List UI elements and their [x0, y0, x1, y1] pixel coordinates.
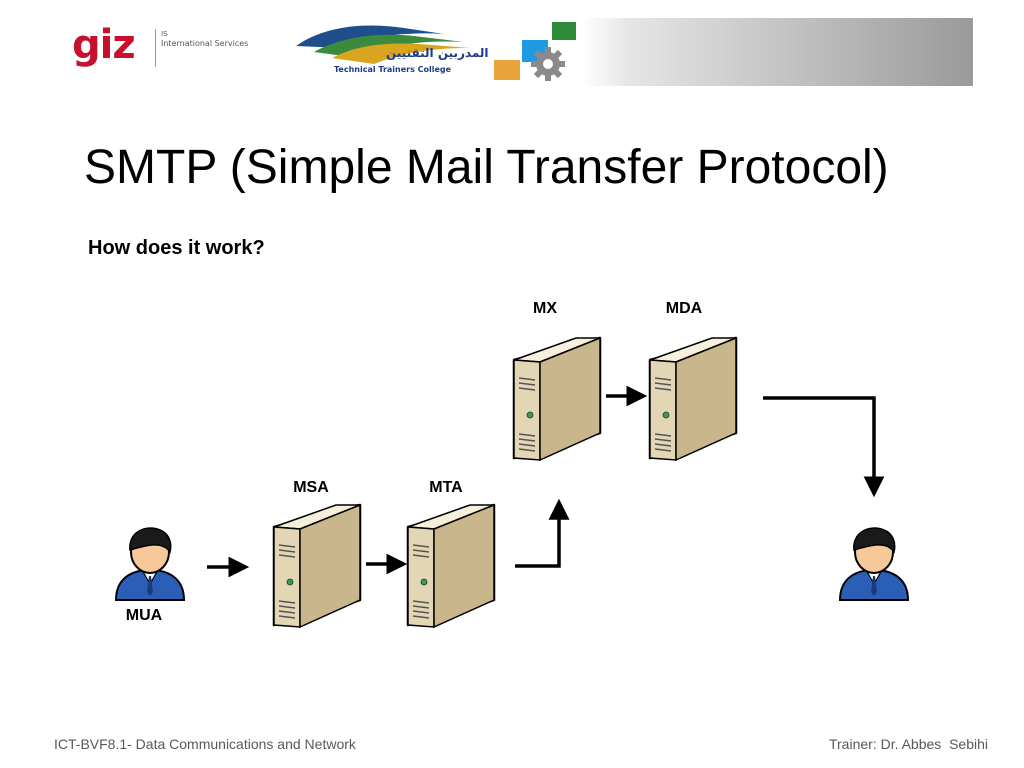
giz-subline: International Services: [161, 39, 249, 48]
slide-title: SMTP (Simple Mail Transfer Protocol): [84, 141, 889, 194]
msa-label: MSA: [293, 479, 329, 496]
recipient-node: [838, 527, 910, 601]
giz-logo: giz IS International Services: [72, 22, 287, 72]
footer-trainer: Trainer: Dr. Abbes Sebihi: [828, 736, 988, 752]
giz-wordmark: giz: [72, 22, 136, 68]
ttc-english-name: Technical Trainers College: [334, 65, 452, 74]
ttc-emblem-icon: [296, 25, 470, 64]
msa-node: [272, 503, 362, 629]
ttc-logo: كلية المدربين التقنيين Technical Trainer…: [294, 18, 517, 86]
mx-label: MX: [533, 300, 557, 317]
edge-mda-to-recipient: [763, 396, 885, 498]
giz-separator: [155, 29, 156, 67]
giz-superscript: IS: [161, 30, 168, 38]
footer-course: ICT-BVF8.1- Data Communications and Netw…: [54, 736, 356, 752]
mda-label: MDA: [665, 300, 703, 317]
mua-node: [114, 527, 186, 601]
mua-label: MUA: [125, 607, 163, 624]
mta-node: [406, 503, 496, 629]
ttc-arabic-name: كلية المدربين التقنيين: [386, 46, 517, 60]
mx-node: [512, 336, 602, 462]
edge-mta-to-mx: [515, 498, 570, 568]
mda-node: [648, 336, 738, 462]
mta-label: MTA: [429, 479, 463, 496]
gear-logo-icon: [490, 18, 586, 86]
slide-subtitle: How does it work?: [88, 237, 265, 259]
